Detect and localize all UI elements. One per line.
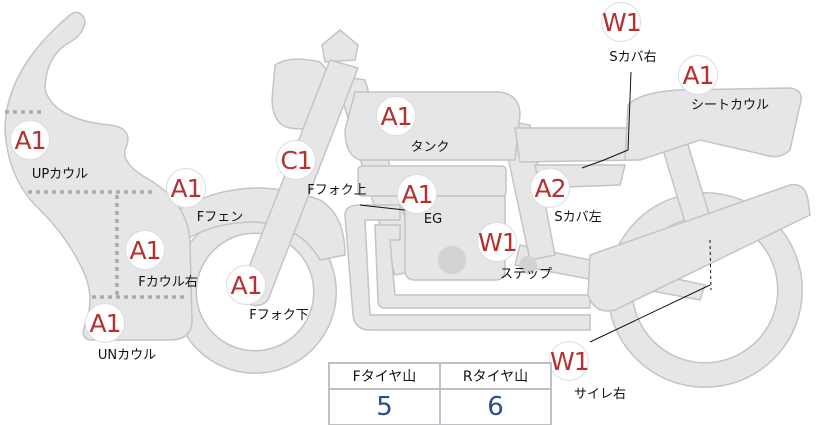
grade-badge-f-fork-lower[interactable]: A1 (226, 265, 266, 305)
side-cover (514, 127, 636, 163)
grade-badge-f-cowl-right[interactable]: A1 (125, 230, 165, 270)
grade-badge-step[interactable]: W1 (477, 222, 518, 262)
label-un-cowl: UNカウル (97, 348, 157, 363)
tire-tread-table: Fタイヤ山 Rタイヤ山 5 6 (328, 362, 552, 425)
grade-badge-s-cover-left[interactable]: A2 (530, 168, 570, 208)
grade-badge-up-cowl[interactable]: A1 (10, 120, 50, 160)
fairing-section-dividers (5, 110, 188, 299)
label-silencer-right: サイレ右 (573, 387, 627, 402)
leader-lines (359, 71, 712, 343)
front-tire-header: Fタイヤ山 (328, 362, 441, 390)
label-s-cover-left: Sカバ左 (554, 210, 602, 225)
label-tank: タンク (410, 140, 450, 155)
label-f-fender: Fフェン (196, 210, 244, 225)
rear-tire-value: 6 (439, 388, 552, 425)
grade-badge-f-fork-upper[interactable]: C1 (276, 140, 316, 180)
seat-cowl-shape (624, 87, 802, 161)
label-f-fork-lower: Fフォク下 (249, 308, 309, 323)
label-f-cowl-right: Fカウル右 (138, 275, 198, 290)
label-s-cover-right: Sカバ右 (609, 50, 657, 65)
grade-badge-s-cover-right[interactable]: W1 (601, 2, 642, 42)
engine-block (404, 194, 506, 281)
label-f-fork-upper: Fフォク上 (307, 183, 367, 198)
front-tire-value: 5 (328, 388, 441, 425)
label-step: ステップ (499, 267, 553, 282)
exhaust-pipes (344, 204, 591, 331)
grade-badge-un-cowl[interactable]: A1 (85, 303, 125, 343)
grade-badge-f-fender[interactable]: A1 (166, 168, 206, 208)
muffler (587, 183, 811, 312)
label-engine: EG (423, 212, 443, 227)
grade-badge-seat-cowl[interactable]: A1 (678, 55, 718, 95)
label-up-cowl: UPカウル (31, 167, 89, 182)
rear-tire-header: Rタイヤ山 (439, 362, 552, 390)
grade-badge-tank[interactable]: A1 (376, 96, 416, 136)
grade-badge-silencer-right[interactable]: W1 (549, 341, 590, 381)
label-seat-cowl: シートカウル (690, 98, 770, 113)
grade-badge-engine[interactable]: A1 (397, 174, 437, 214)
